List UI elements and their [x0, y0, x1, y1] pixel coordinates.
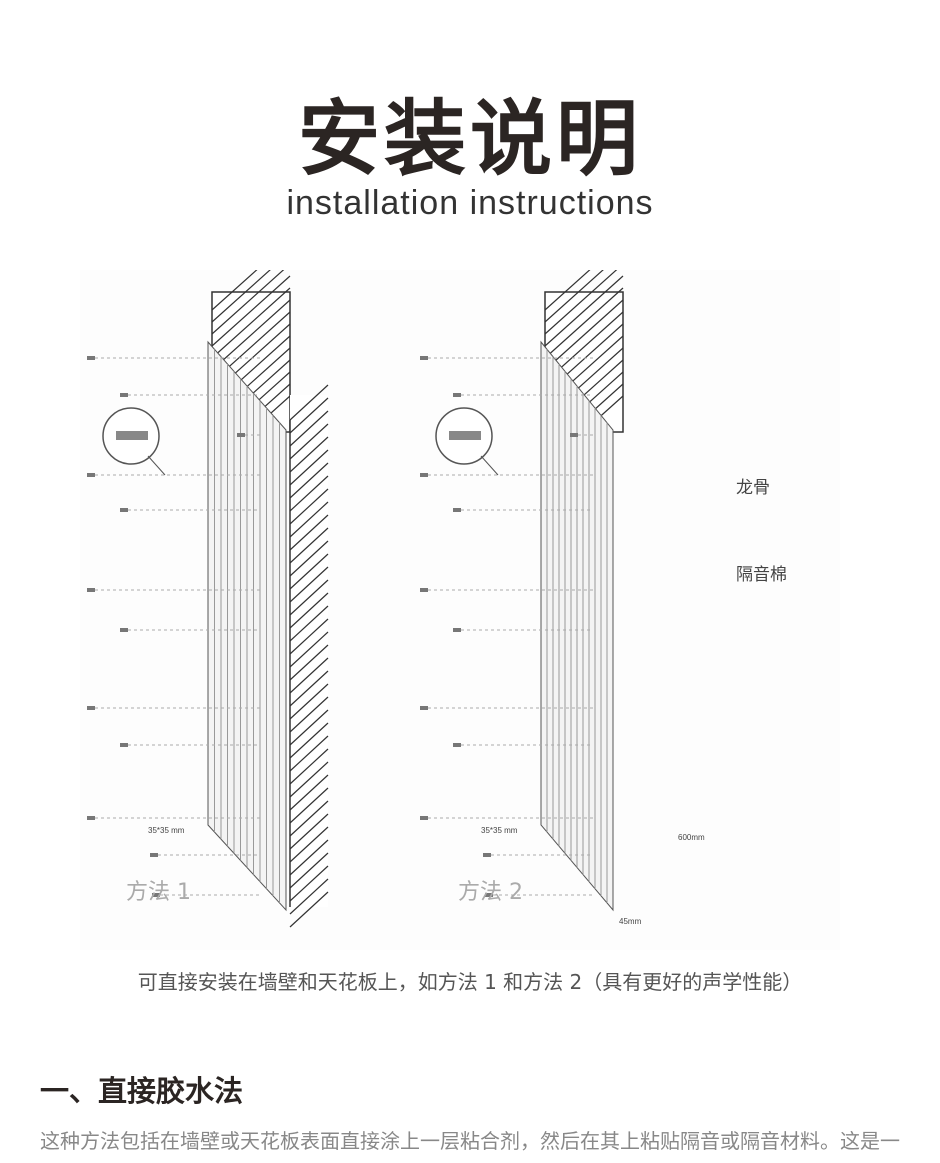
diagram-drawing [87, 270, 624, 928]
hatch-line [289, 878, 329, 915]
hatch-line [289, 657, 329, 694]
screw-icon [420, 473, 428, 477]
hatch-line [289, 566, 329, 603]
hatch-line [289, 579, 329, 616]
hatch-line [289, 397, 329, 434]
hatch-line [289, 488, 329, 525]
screw-icon [150, 853, 158, 857]
hatch-line [289, 891, 329, 928]
method2-label: 方法 2 [458, 880, 523, 905]
method1-size: 35*35 mm [148, 826, 185, 835]
depth-label: 45mm [619, 917, 642, 926]
page-title: 安装说明 [297, 92, 642, 187]
screw-icon [237, 433, 245, 437]
hatch-line [544, 270, 591, 311]
hatch-line [544, 299, 624, 371]
hatch-line [289, 605, 329, 642]
screw-icon [453, 508, 461, 512]
hatch-line [289, 826, 329, 863]
hatch-line [211, 270, 285, 335]
hatch-line [289, 761, 329, 798]
method2-size: 35*35 mm [481, 826, 518, 835]
hatch-line [211, 275, 291, 347]
hatch-line [289, 696, 329, 733]
hatch-line [289, 722, 329, 759]
hatch-line [289, 592, 329, 629]
screw-icon [120, 743, 128, 747]
hatch-line [289, 449, 329, 486]
hatch-line [289, 800, 329, 837]
screw-detail-icon [116, 431, 148, 440]
detail-pointer [147, 455, 166, 476]
screw-icon [120, 508, 128, 512]
hatch-line [289, 813, 329, 850]
screw-icon [483, 853, 491, 857]
installation-diagram: 方法 1 方法 2 35*35 mm 35*35 mm 龙骨 隔音棉 600mm… [80, 270, 840, 950]
screw-icon [570, 433, 578, 437]
hatch-line [289, 683, 329, 720]
hatch-line [289, 787, 329, 824]
hatch-line [289, 514, 329, 551]
hatch-line [544, 287, 624, 359]
screw-icon [453, 393, 461, 397]
hatch-line [289, 384, 329, 421]
hatch-line [289, 709, 329, 746]
page-subtitle: installation instructions [286, 184, 654, 222]
hatch-line [211, 270, 271, 323]
hatch-line [211, 270, 258, 311]
hatch-line [289, 644, 329, 681]
screw-icon [87, 473, 95, 477]
hatch-line [289, 631, 329, 668]
screw-icon [87, 356, 95, 360]
section-paragraph: 这种方法包括在墙壁或天花板表面直接涂上一层粘合剂，然后在其上粘贴隔音或隔音材料。… [40, 1129, 900, 1153]
screw-detail-icon [449, 431, 481, 440]
hatch-line [289, 436, 329, 473]
keel-label: 龙骨 [736, 478, 770, 498]
insulation-label: 隔音棉 [736, 565, 787, 585]
hatch-line [289, 462, 329, 499]
hatch-line [544, 270, 604, 323]
screw-icon [420, 816, 428, 820]
hatch-line [289, 618, 329, 655]
screw-icon [87, 706, 95, 710]
screw-icon [420, 588, 428, 592]
screw-icon [420, 356, 428, 360]
hatch-line [544, 270, 618, 335]
screw-icon [453, 628, 461, 632]
screw-icon [87, 588, 95, 592]
hatch-line [289, 852, 329, 889]
screw-icon [87, 816, 95, 820]
hatch-line [289, 501, 329, 538]
screw-icon [453, 743, 461, 747]
section-heading: 一、直接胶水法 [40, 1074, 244, 1108]
hatch-line [289, 475, 329, 512]
hatch-line [289, 735, 329, 772]
hatch-line [211, 299, 291, 371]
screw-icon [420, 706, 428, 710]
hatch-line [544, 275, 624, 347]
hatch-line [289, 748, 329, 785]
hatch-line [289, 670, 329, 707]
hatch-line [289, 423, 329, 460]
screw-icon [152, 893, 160, 897]
hatch-line [289, 540, 329, 577]
detail-pointer [480, 455, 499, 476]
hatch-line [289, 553, 329, 590]
diagram-caption: 可直接安装在墙壁和天花板上，如方法 1 和方法 2（具有更好的声学性能） [137, 970, 803, 994]
hatch-line [289, 774, 329, 811]
hatch-line [289, 527, 329, 564]
spacing-label: 600mm [678, 833, 705, 842]
hatch-line [289, 410, 329, 447]
hatch-line [289, 839, 329, 876]
hatch-line [289, 865, 329, 902]
hatch-line [211, 287, 291, 359]
method1-label: 方法 1 [126, 880, 191, 905]
screw-icon [485, 893, 493, 897]
screw-icon [120, 393, 128, 397]
screw-icon [120, 628, 128, 632]
